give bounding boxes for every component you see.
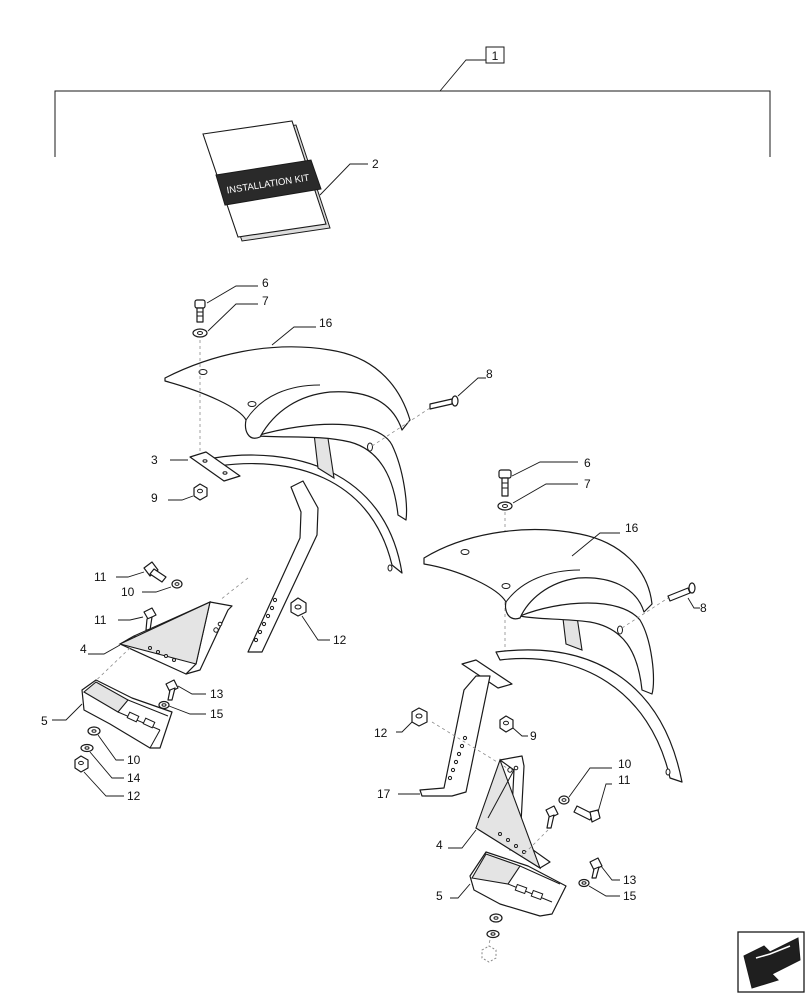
callout-11-left-top: 11 (94, 570, 107, 584)
booklet-band (215, 159, 322, 206)
callout-9-right: 9 (530, 729, 537, 743)
nut-12-right: 12 (374, 707, 428, 740)
callout-9-left: 9 (151, 491, 158, 505)
clamp-5-left: 5 (41, 679, 173, 749)
installation-manual-booklet: INSTALLATION KIT 2 (202, 120, 379, 242)
fender-left: 16 (164, 316, 411, 574)
callout-8-left: 8 (486, 367, 493, 381)
callout-6-left: 6 (262, 276, 269, 290)
pin-8-right: 8 (621, 582, 707, 629)
callout-12-left-low: 12 (127, 789, 141, 803)
callout-7-right: 7 (584, 477, 591, 491)
nut-9-left: 9 (151, 483, 208, 505)
callout-5-left: 5 (41, 714, 48, 728)
callout-7-left: 7 (262, 294, 269, 308)
callout-12-left: 12 (333, 633, 347, 647)
washer-7-left: 7 (192, 294, 269, 338)
bolt-11-left-top: 11 (94, 561, 167, 584)
bolt-right-small (545, 805, 559, 829)
callout-2: 2 (372, 157, 379, 171)
callout-15-left: 15 (210, 707, 224, 721)
navigation-arrow-box[interactable] (737, 931, 805, 993)
nut-12-left-low: 12 (74, 755, 141, 803)
washer-right-low (481, 913, 503, 963)
callout-16-right: 16 (625, 521, 639, 535)
strut-left (247, 480, 319, 653)
strut-17-right: 17 (377, 659, 513, 801)
lockwasher-15-right: 15 (578, 878, 637, 903)
callout-17: 17 (377, 787, 391, 801)
bolt-11-left-mid: 11 (94, 607, 157, 631)
callout-8-right: 8 (700, 601, 707, 615)
callout-14-left: 14 (127, 771, 141, 785)
bracket-4-left: 4 (80, 601, 233, 675)
washer-10-right: 10 (558, 757, 632, 805)
callout-4-right: 4 (436, 838, 443, 852)
bolt-11-right: 11 (573, 773, 631, 823)
clamp-5-right: 5 (436, 851, 567, 917)
callout-6-right: 6 (584, 456, 591, 470)
callout-10-left: 10 (121, 585, 135, 599)
bolt-6-left: 6 (194, 276, 269, 323)
callout-12-right: 12 (374, 726, 388, 740)
nut-12-left: 12 (290, 597, 347, 647)
bolt-6-right: 6 (498, 456, 591, 497)
kit-bracket: 1 (54, 46, 771, 157)
plate-3: 3 (151, 451, 241, 482)
callout-16-left: 16 (319, 316, 333, 330)
callout-11-right: 11 (618, 773, 631, 787)
callout-1: 1 (492, 49, 499, 63)
bolt-13-right: 13 (589, 857, 637, 887)
washer-10-left-low: 10 (87, 726, 141, 767)
washer-10-left: 10 (121, 579, 183, 599)
callout-13-right: 13 (623, 873, 637, 887)
callout-5-right: 5 (436, 889, 443, 903)
fender-right: 16 (423, 521, 683, 783)
bolt-13-left: 13 (165, 679, 224, 701)
washer-14-left: 14 (80, 743, 141, 785)
callout-13-left: 13 (210, 687, 224, 701)
callout-10-right: 10 (618, 757, 632, 771)
nut-9-right: 9 (499, 715, 537, 743)
callout-10-left-low: 10 (127, 753, 141, 767)
bracket-4-right: 4 (436, 755, 551, 870)
washer-7-right: 7 (497, 477, 591, 511)
callout-3: 3 (151, 453, 158, 467)
callout-11-left-mid: 11 (94, 613, 107, 627)
arrow-icon (743, 937, 801, 989)
callout-4-left: 4 (80, 642, 87, 656)
pin-8-left: 8 (371, 367, 493, 447)
lockwasher-15-left: 15 (158, 700, 224, 721)
callout-15-right: 15 (623, 889, 637, 903)
